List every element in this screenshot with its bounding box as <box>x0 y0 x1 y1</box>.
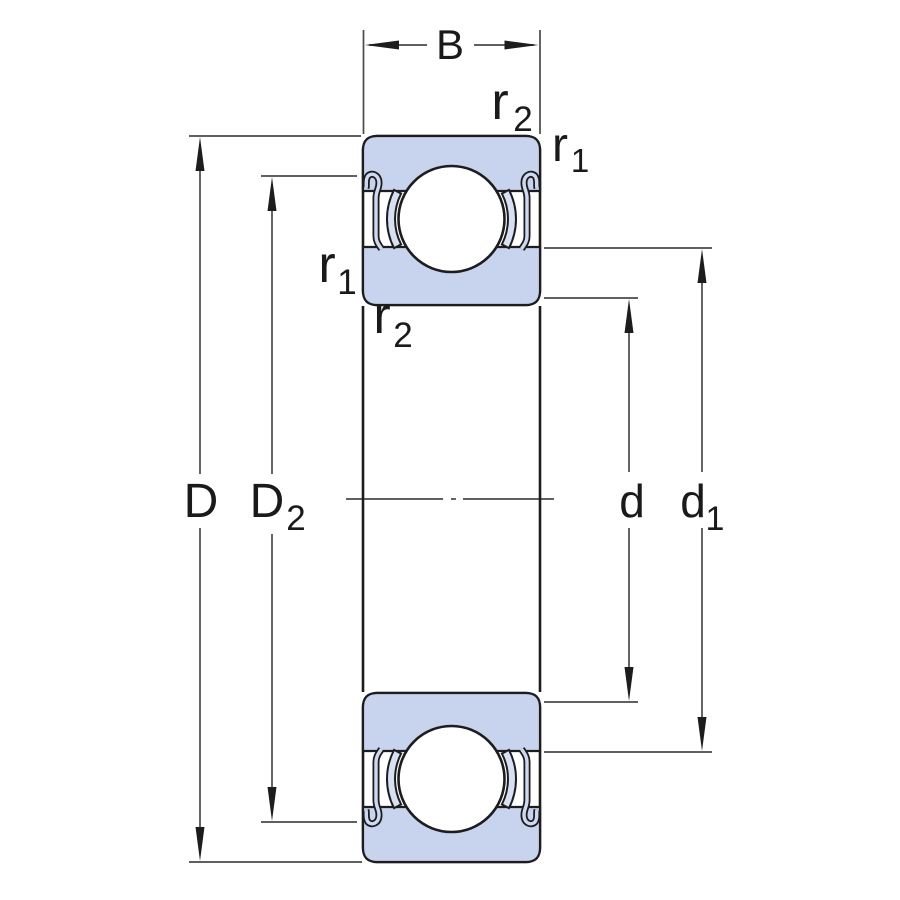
label-r1-right-sub: 1 <box>571 142 589 179</box>
b-arrow-right <box>504 40 539 50</box>
label-r2-lower-sub: 2 <box>393 316 412 355</box>
label-r2-top: r <box>491 73 508 131</box>
dimension-labels: B r 2 r 1 r 1 r 2 D D 2 d d 1 <box>184 21 725 538</box>
d-bore-arrow-up <box>624 299 634 333</box>
cage-crescent <box>500 188 517 250</box>
label-D2: D <box>250 475 285 528</box>
label-D2-sub: 2 <box>286 499 305 538</box>
label-r1-left: r <box>318 236 335 294</box>
label-r1-right: r <box>552 119 568 172</box>
bearing-half-bottom <box>363 693 540 862</box>
label-r2-lower: r <box>373 287 390 345</box>
bearing-section <box>361 134 542 862</box>
inner-ring <box>361 245 542 307</box>
label-d1: d <box>680 475 706 527</box>
d-bore-arrow-down <box>624 667 634 701</box>
dimension-lines <box>189 30 712 863</box>
label-D: D <box>184 475 219 528</box>
ball <box>397 164 506 274</box>
d1-arrow-down <box>697 717 707 751</box>
outer-ring <box>361 134 542 193</box>
label-r2-top-sub: 2 <box>513 100 532 139</box>
bearing-half-top <box>361 134 542 307</box>
label-B: B <box>436 21 464 68</box>
d1-arrow-up <box>697 249 707 283</box>
shield-core <box>520 172 539 250</box>
label-d: d <box>619 475 645 527</box>
b-arrow-left <box>365 40 399 50</box>
d-outer-arrow-up <box>195 137 205 171</box>
label-r1-left-sub: 1 <box>337 263 356 302</box>
d2-arrow-up <box>267 177 277 211</box>
d2-arrow-down <box>267 787 277 821</box>
shield-and-cage-right <box>500 170 541 251</box>
d-outer-arrow-down <box>195 827 205 861</box>
label-d1-sub: 1 <box>706 500 725 538</box>
